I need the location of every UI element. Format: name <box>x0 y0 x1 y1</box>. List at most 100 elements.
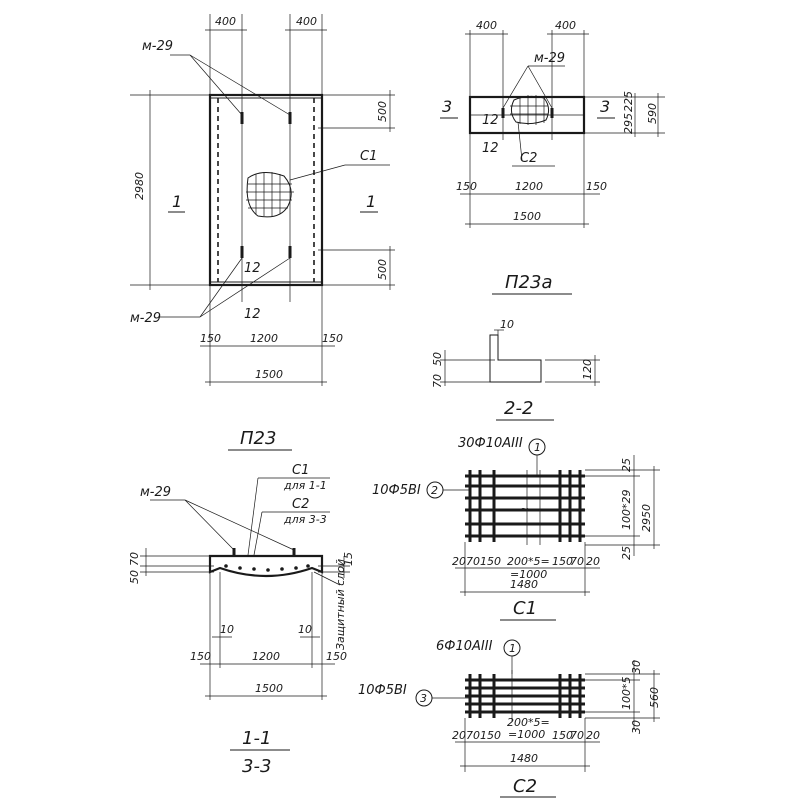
svg-text:70: 70 <box>570 729 584 742</box>
c1-rebar-trans-pos: 2 <box>431 484 438 497</box>
s22-dim-50: 50 <box>431 352 444 366</box>
c2-dim-30-top: 30 <box>630 660 643 674</box>
s11-dim-10-right: 10 <box>298 623 312 636</box>
c1-long-bars <box>465 474 585 538</box>
s11-title-3-3: 3-3 <box>242 756 271 777</box>
s11-dim-1200: 1200 <box>252 650 280 663</box>
c2-dim-30-bottom: 30 <box>630 720 643 734</box>
c1-title: С1 <box>513 598 537 619</box>
p23a-label-12-inner: 12 <box>482 113 499 128</box>
p23-dim-1500: 1500 <box>255 368 283 381</box>
svg-text:20: 20 <box>586 729 600 742</box>
c1-trans-bars <box>468 470 582 542</box>
p23a-section-3-left: 3 <box>442 97 452 116</box>
s22-dim-120: 120 <box>581 359 594 380</box>
c1-dim-25-top: 25 <box>620 458 633 472</box>
s22-dim-10: 10 <box>500 318 514 331</box>
s11-rebar-dots <box>224 564 310 572</box>
svg-text:70: 70 <box>466 555 480 568</box>
s11-dim-50: 50 <box>128 570 141 584</box>
p23a-dim-1200: 1200 <box>515 180 543 193</box>
p23a-dim-1500: 1500 <box>513 210 541 223</box>
mesh-c1: ~ 30Ф10АIII 1 10Ф5ВI 2 25 100*29 2950 25… <box>372 436 660 621</box>
svg-text:70: 70 <box>570 555 584 568</box>
svg-text:200*5=: 200*5= <box>507 716 550 729</box>
c2-dim-1480: 1480 <box>510 752 538 765</box>
p23-dim-500-top: 500 <box>376 101 389 122</box>
p23a-section-3-right: 3 <box>600 97 610 116</box>
c2-rebar-trans: 10Ф5ВI <box>358 683 407 698</box>
p23-mark-c1: С1 <box>360 149 377 164</box>
plan-p23: 400 400 м-29 м-29 С1 1 <box>130 14 395 451</box>
p23-dim-400-left: 400 <box>215 15 236 28</box>
p23-mesh-patch <box>246 172 292 218</box>
s11-dim-15: 15 <box>342 552 355 566</box>
c2-title: С2 <box>513 776 537 797</box>
s22-title: 2-2 <box>504 398 533 419</box>
c2-rebar-long-pos: 1 <box>509 642 516 655</box>
svg-text:20: 20 <box>452 555 466 568</box>
c1-rebar-long: 30Ф10АIII <box>458 436 523 451</box>
p23a-title: П23а <box>505 272 552 293</box>
p23-mark-m29-bottom: м-29 <box>130 311 161 326</box>
s11-dim-1500: 1500 <box>255 682 283 695</box>
section-2-2: 10 50 70 120 2-2 <box>431 318 600 421</box>
p23-section-1-left: 1 <box>172 192 182 211</box>
c2-rebar-trans-pos: 3 <box>420 692 427 705</box>
p23-mark-m29-top: м-29 <box>142 39 173 54</box>
s11-cover-note: Защитный слой <box>334 559 347 650</box>
c2-long-bars <box>465 678 585 714</box>
p23-dim-1200: 1200 <box>250 332 278 345</box>
p23a-dim-225: 225 <box>622 91 635 112</box>
c1-dim-1480: 1480 <box>510 578 538 591</box>
svg-text:20: 20 <box>586 555 600 568</box>
c1-dim-25-bottom: 25 <box>620 546 633 560</box>
svg-text:200*5=: 200*5= <box>507 555 550 568</box>
plan-p23a: 400 400 м-29 3 3 225 295 590 12 <box>440 19 665 295</box>
mesh-c2: 6Ф10АIII 1 10Ф5ВI 3 30 100*5 560 30 20 7… <box>358 639 661 798</box>
s22-dim-70: 70 <box>431 374 444 388</box>
p23-section-1-right: 1 <box>366 192 376 211</box>
section-1-1: м-29 С1 для 1-1 С2 для 3-3 70 50 15 Защи… <box>128 463 355 777</box>
c2-dim-1000: =1000 <box>508 728 545 741</box>
section-1-1-profile <box>208 554 324 578</box>
s11-dim-70: 70 <box>128 552 141 566</box>
s11-label-c2-note: для 3-3 <box>283 513 327 526</box>
p23-dim-500-bottom: 500 <box>376 259 389 280</box>
s11-label-c1-note: для 1-1 <box>283 479 327 492</box>
s11-dim-150-right: 150 <box>326 650 347 663</box>
p23-dim-2980: 2980 <box>133 172 146 200</box>
p23a-mark-c2: С2 <box>520 151 537 166</box>
p23-dim-400-right: 400 <box>296 15 317 28</box>
p23-label-12-outer: 12 <box>244 307 261 322</box>
c1-dim-100x29: 100*29 <box>620 490 633 531</box>
p23a-dim-150-left: 150 <box>456 180 477 193</box>
p23-dim-150-left: 150 <box>200 332 221 345</box>
c1-rebar-long-pos: 1 <box>534 441 541 454</box>
p23a-dim-400-left: 400 <box>476 19 497 32</box>
c2-dims-bottom: 20 70 150 200*5= 150 70 20 <box>452 716 600 742</box>
s11-label-c2: С2 <box>292 497 309 512</box>
p23a-label-12-outer: 12 <box>482 141 499 156</box>
slab-p23-outline <box>208 93 324 287</box>
p23a-dim-590: 590 <box>646 103 659 124</box>
svg-text:150: 150 <box>552 729 573 742</box>
p23-dim-150-right: 150 <box>322 332 343 345</box>
svg-text:150: 150 <box>552 555 573 568</box>
p23a-dim-295: 295 <box>622 113 635 134</box>
p23-label-12-inner: 12 <box>244 261 261 276</box>
svg-text:70: 70 <box>466 729 480 742</box>
s11-title-1-1: 1-1 <box>242 728 271 749</box>
svg-text:150: 150 <box>480 555 501 568</box>
p23a-dim-150-right: 150 <box>586 180 607 193</box>
c1-dim-1000: =1000 <box>510 568 547 581</box>
c1-dims-bottom: 20 70 150 200*5= 150 70 20 <box>452 555 600 568</box>
svg-text:150: 150 <box>480 729 501 742</box>
c2-trans-bars <box>468 674 582 718</box>
c2-dim-560: 560 <box>648 687 661 708</box>
c2-rebar-long: 6Ф10АIII <box>436 639 493 654</box>
c1-rebar-trans: 10Ф5ВI <box>372 483 421 498</box>
p23-title: П23 <box>240 428 276 449</box>
p23a-dim-400-right: 400 <box>555 19 576 32</box>
